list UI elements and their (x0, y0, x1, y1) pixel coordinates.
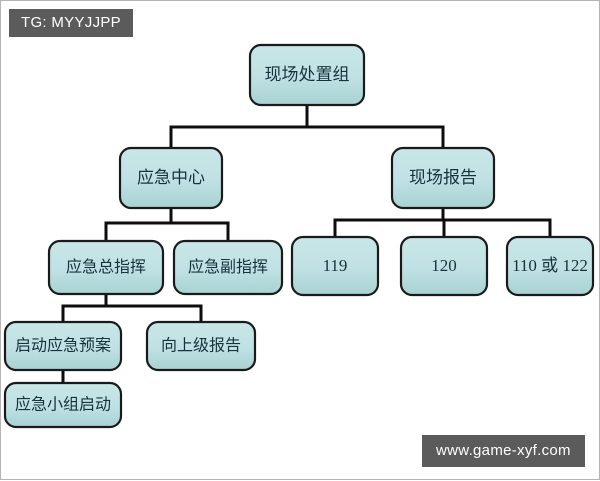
flowchart-node[interactable]: 向上级报告 (145, 320, 257, 372)
node-label: 启动应急预案 (15, 336, 111, 355)
node-box (3, 320, 123, 372)
node-label: 现场报告 (409, 168, 477, 187)
node-label: 现场处置组 (265, 65, 350, 84)
node-box (399, 235, 489, 297)
connector-layer (61, 104, 552, 384)
node-box (390, 146, 496, 210)
node-box (248, 43, 366, 107)
node-box (505, 235, 595, 297)
node-label: 应急中心 (137, 168, 205, 187)
node-box (290, 235, 380, 297)
flowchart-node[interactable]: 119 (290, 235, 380, 297)
node-box (3, 381, 123, 429)
watermark-bottom-right: www.game-xyf.com (422, 435, 585, 467)
node-label: 向上级报告 (161, 337, 241, 355)
flowchart-node[interactable]: 110 或 122 (505, 235, 595, 297)
node-label: 应急副指挥 (188, 257, 268, 276)
node-box (47, 239, 165, 296)
flowchart-node[interactable]: 启动应急预案 (3, 320, 123, 372)
flowchart-node[interactable]: 现场处置组 (248, 43, 366, 107)
flowchart-node[interactable]: 应急副指挥 (172, 239, 284, 296)
watermark-top-left: TG: MYYJJPP (9, 9, 133, 37)
flowchart-node[interactable]: 应急总指挥 (47, 239, 165, 296)
node-label: 120 (431, 256, 457, 275)
flowchart-node[interactable]: 120 (399, 235, 489, 297)
flowchart-node[interactable]: 应急中心 (118, 146, 224, 210)
node-box (118, 146, 224, 210)
node-box (172, 239, 284, 296)
flowchart-node[interactable]: 应急小组启动 (3, 381, 123, 429)
node-box (145, 320, 257, 372)
node-label: 应急总指挥 (66, 257, 146, 276)
node-label: 110 或 122 (512, 256, 588, 275)
flowchart-node[interactable]: 现场报告 (390, 146, 496, 210)
node-label: 119 (323, 256, 348, 275)
node-label: 应急小组启动 (15, 395, 111, 414)
